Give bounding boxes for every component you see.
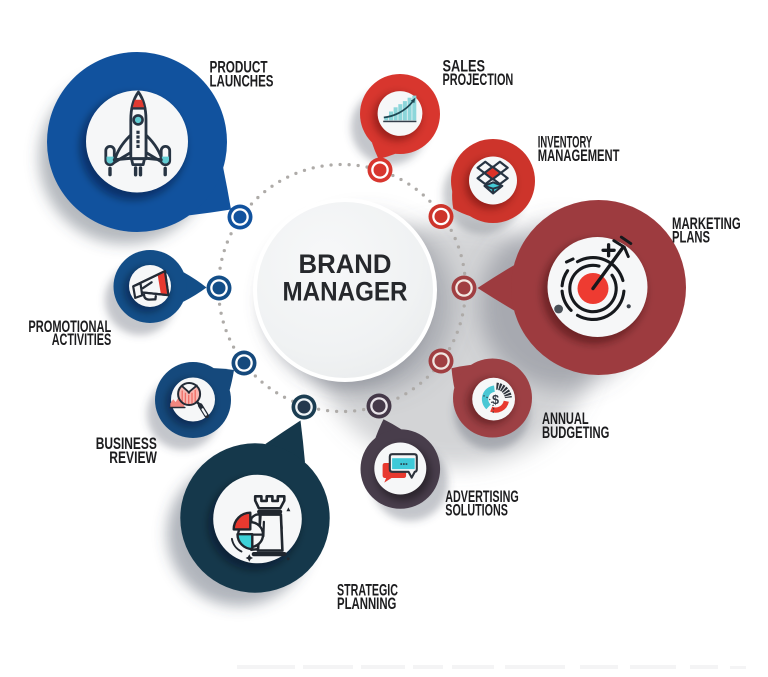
svg-text:ANNUAL: ANNUAL (542, 410, 589, 428)
svg-text:MANAGEMENT: MANAGEMENT (538, 147, 620, 165)
svg-text:SALES: SALES (443, 57, 486, 75)
svg-text:$: $ (492, 393, 499, 407)
svg-text:SOLUTIONS: SOLUTIONS (445, 502, 508, 520)
svg-text:INVENTORY: INVENTORY (538, 134, 592, 152)
svg-text:PRODUCT: PRODUCT (210, 59, 268, 77)
svg-text:PROJECTION: PROJECTION (443, 71, 514, 89)
svg-text:BUDGETING: BUDGETING (542, 424, 609, 442)
svg-text:REVIEW: REVIEW (109, 449, 157, 467)
svg-text:PLANNING: PLANNING (337, 595, 396, 613)
svg-text:BUSINESS: BUSINESS (96, 435, 157, 453)
svg-text:PLANS: PLANS (672, 229, 710, 247)
svg-text:BRAND: BRAND (299, 249, 392, 279)
svg-text:STRATEGIC: STRATEGIC (337, 582, 398, 600)
svg-text:MANAGER: MANAGER (283, 277, 408, 307)
svg-text:PROMOTIONAL: PROMOTIONAL (28, 318, 111, 336)
svg-text:LAUNCHES: LAUNCHES (210, 73, 274, 91)
svg-text:MARKETING: MARKETING (672, 215, 741, 233)
svg-text:ACTIVITIES: ACTIVITIES (52, 331, 112, 349)
svg-text:ADVERTISING: ADVERTISING (445, 488, 518, 506)
